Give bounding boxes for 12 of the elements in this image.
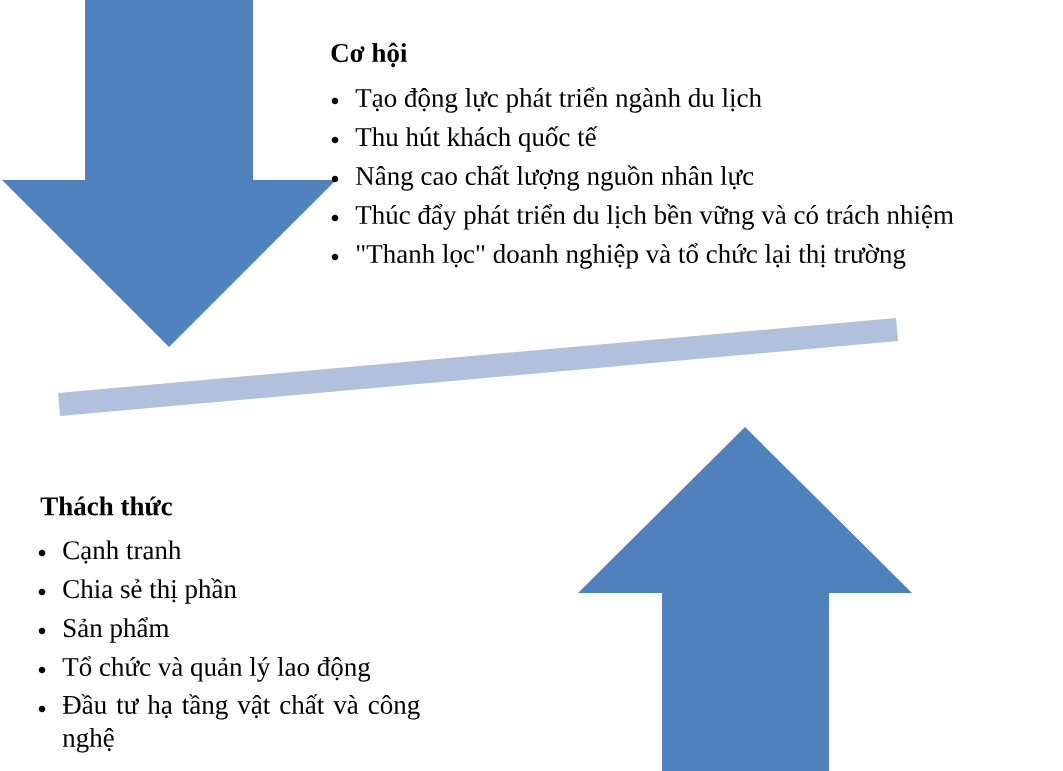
bullet-text: Nâng cao chất lượng nguồn nhân lực — [356, 165, 754, 191]
bullet-text: Tạo động lực phát triển ngành du lịch — [355, 87, 762, 113]
bullet-text: Thu hút khách quốc tế — [355, 126, 598, 152]
bullet-text: Chia sẻ thị phần — [63, 578, 237, 604]
bullet-text: Tổ chức và quản lý lao động — [62, 656, 371, 682]
bullet-text: Cạnh tranh — [63, 540, 182, 564]
bullet-text: Sản phẩm — [64, 617, 170, 643]
heading: Cơ hội — [331, 42, 408, 68]
bullet-text: Thúc đẩy phát triển du lịch bền vững và có trách nhiệm — [355, 204, 954, 230]
bullet-text: Đầu tư hạ tầng vật chất và công nghệ — [62, 694, 420, 753]
bullet-text: "Thanh lọc" doanh nghiệp và tổ chức lại thị trường — [356, 243, 906, 269]
heading: Thách thức — [40, 496, 172, 516]
